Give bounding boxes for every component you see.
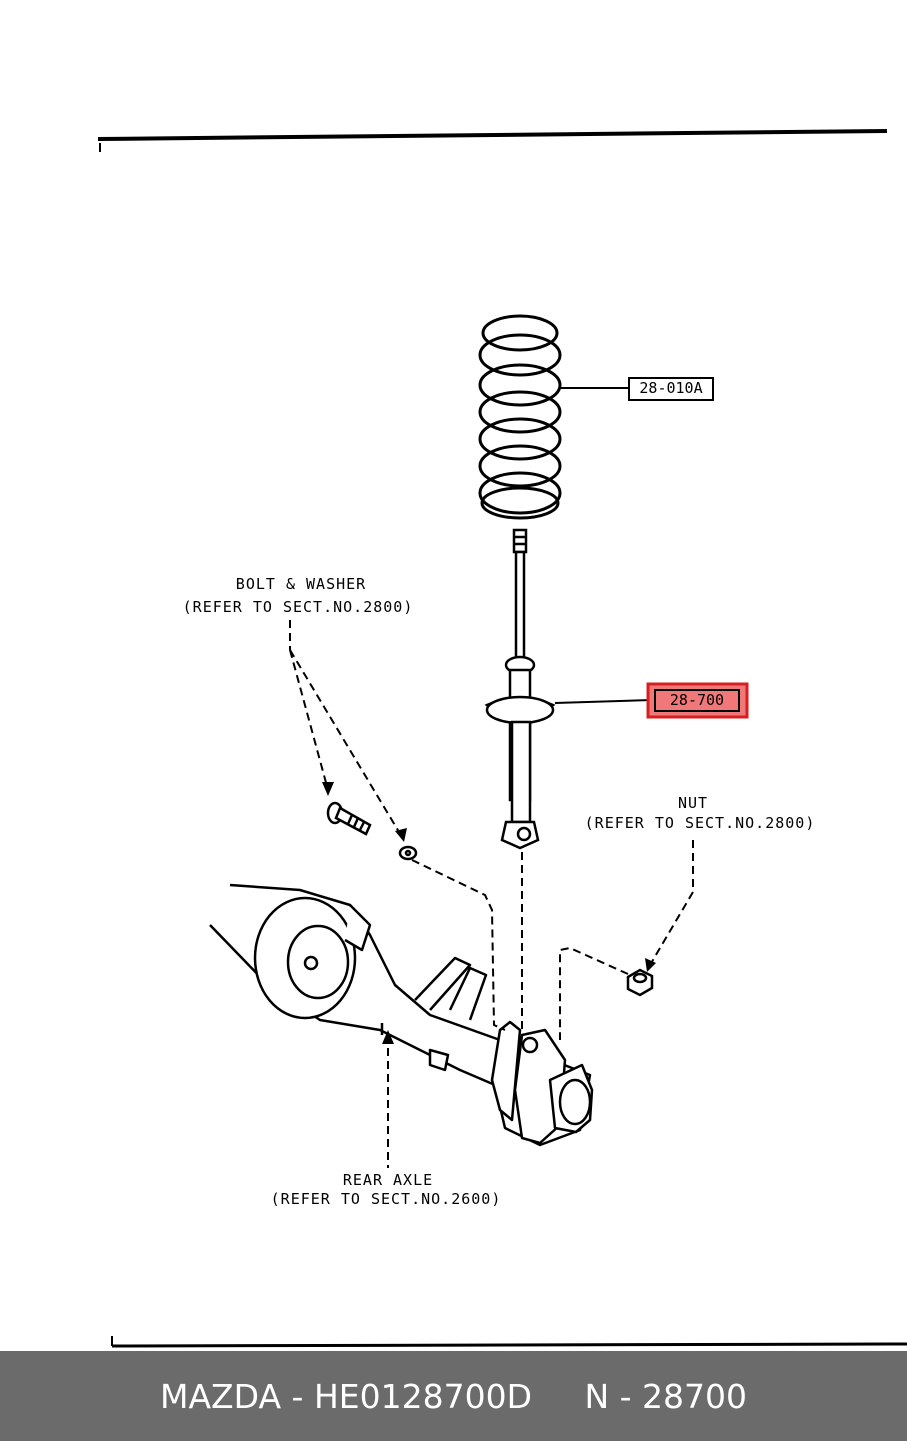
shock-absorber-icon: [484, 528, 556, 850]
nut-reference: (REFER TO SECT.NO.2800): [584, 814, 816, 832]
shock-part-number: 28-700: [654, 689, 740, 712]
nut-title: NUT: [677, 794, 709, 812]
dashed-reference-lines: [289, 620, 694, 1168]
footer-bar: MAZDA - HE0128700D N - 28700: [0, 1351, 907, 1441]
rear-axle-reference: (REFER TO SECT.NO.2600): [270, 1190, 502, 1208]
spring-part-number: 28-010A: [628, 377, 714, 401]
arrowheads: [322, 782, 656, 1044]
coil-spring-icon: [478, 314, 562, 520]
bolt-washer-title: BOLT & WASHER: [235, 575, 367, 593]
rear-axle-title: REAR AXLE: [342, 1171, 434, 1189]
bolt-washer-icon: [326, 801, 418, 861]
leader-lines: [554, 387, 653, 704]
footer-text: MAZDA - HE0128700D N - 28700: [160, 1376, 747, 1416]
rear-axle-icon: [209, 883, 594, 1147]
page-frame: [97, 129, 907, 1348]
nut-icon: [626, 968, 654, 997]
bolt-washer-reference: (REFER TO SECT.NO.2800): [182, 598, 414, 616]
